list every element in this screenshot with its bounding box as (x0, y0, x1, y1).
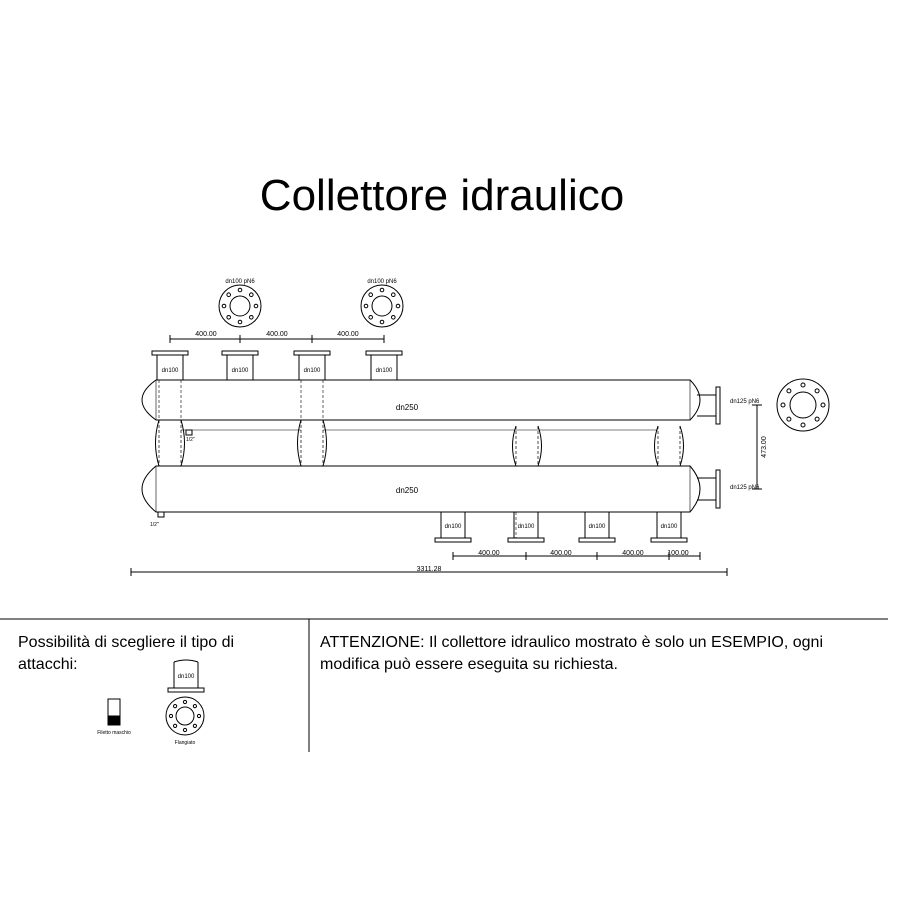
svg-text:1/2": 1/2" (150, 522, 159, 528)
option-flanged-nozzle: dn100 (167, 659, 205, 693)
pipe-label: dn250 (396, 403, 419, 412)
total-length-dimension: 3311.28 (130, 566, 728, 576)
warning-note: ATTENZIONE: Il collettore idraulico most… (320, 634, 823, 673)
upper-side-outlet: dn125 pN6 (697, 386, 760, 425)
svg-text:400.00: 400.00 (195, 331, 217, 338)
option-male-thread: Filetto maschio (97, 698, 131, 736)
page-title: Collettore idraulico (259, 171, 625, 220)
svg-text:400.00: 400.00 (337, 331, 359, 338)
flange-view-top-right: dn100 pN6 (360, 279, 404, 328)
upper-header-pipe: dn250 (141, 379, 701, 421)
svg-text:3311.28: 3311.28 (417, 566, 442, 573)
svg-text:400.00: 400.00 (266, 331, 288, 338)
svg-text:dn100: dn100 (178, 674, 195, 680)
svg-text:dn100: dn100 (661, 524, 678, 530)
flange-label: dn100 pN6 (367, 279, 397, 285)
svg-text:100.00: 100.00 (667, 550, 689, 557)
svg-text:dn100: dn100 (304, 368, 321, 374)
svg-text:473.00: 473.00 (761, 436, 768, 458)
svg-text:dn125 pN6: dn125 pN6 (730, 485, 760, 491)
lower-header-pipe: dn250 1/2" (141, 465, 701, 528)
connecting-columns: 1/2" (155, 380, 684, 467)
svg-text:Filetto maschio: Filetto maschio (97, 730, 131, 736)
svg-text:dn100: dn100 (518, 524, 535, 530)
flange-view-top-left: dn100 pN6 (218, 279, 262, 328)
svg-text:dn100: dn100 (232, 368, 249, 374)
option-flange-face: Flangiato (165, 696, 205, 746)
pipe-label: dn250 (396, 486, 419, 495)
lower-nozzles: dn100 dn100 dn100 dn100 (434, 512, 688, 543)
svg-text:400.00: 400.00 (478, 550, 500, 557)
svg-text:dn100: dn100 (162, 368, 179, 374)
svg-text:1/2": 1/2" (186, 437, 195, 443)
top-dimension: 400.00 400.00 400.00 (169, 331, 385, 343)
height-dimension: 473.00 (752, 404, 768, 490)
lower-side-outlet: dn125 pN6 (697, 469, 760, 509)
svg-text:dn125 pN6: dn125 pN6 (730, 399, 760, 405)
svg-text:400.00: 400.00 (622, 550, 644, 557)
upper-nozzles: dn100 dn100 dn100 dn100 (151, 350, 403, 380)
svg-text:dn100: dn100 (445, 524, 462, 530)
bottom-dimension: 400.00 400.00 400.00 100.00 (452, 550, 701, 560)
svg-text:dn100: dn100 (589, 524, 606, 530)
flange-view-side (776, 378, 830, 432)
svg-text:400.00: 400.00 (550, 550, 572, 557)
flange-label: dn100 pN6 (225, 279, 255, 285)
svg-text:dn100: dn100 (376, 368, 393, 374)
svg-text:Flangiato: Flangiato (175, 740, 196, 746)
attachment-options-note: Possibilità di scegliere il tipo di atta… (18, 634, 235, 673)
